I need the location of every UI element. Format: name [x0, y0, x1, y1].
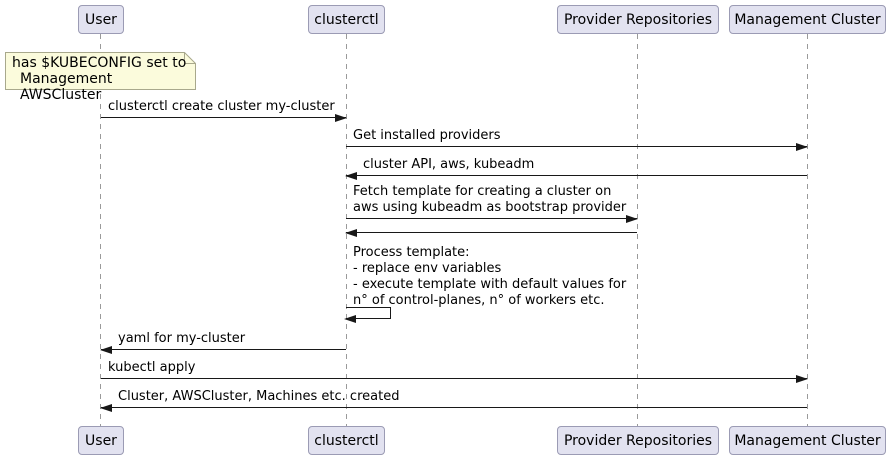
arrow-line — [101, 114, 347, 122]
note-kubeconfig: has $KUBECONFIG set to Management AWSClu… — [5, 52, 196, 103]
arrow-line — [101, 375, 808, 383]
participant-user-bottom: User — [78, 426, 124, 455]
message-process-template: Process template: - replace env variable… — [344, 245, 646, 323]
participant-user-top: User — [78, 5, 124, 34]
message-create-cluster: clusterctl create cluster my-cluster — [101, 98, 347, 122]
message-label: Fetch template for creating a cluster on… — [353, 184, 627, 215]
lifeline-user — [100, 34, 101, 426]
message-cluster-api-aws-kubeadm: cluster API, aws, kubeadm — [345, 156, 807, 180]
arrowhead-left-icon — [345, 172, 357, 180]
arrowhead-left-icon — [344, 315, 356, 323]
message-yaml-for-my-cluster: yaml for my-cluster — [100, 330, 346, 354]
arrowhead-right-icon — [626, 215, 638, 223]
arrowhead-right-icon — [796, 375, 808, 383]
arrow-line — [100, 346, 346, 354]
note-line: Management AWSCluster — [20, 71, 113, 103]
participant-provider-repositories-top: Provider Repositories — [557, 5, 719, 34]
message-label: Cluster, AWSCluster, Machines etc. creat… — [118, 389, 400, 404]
arrow-line — [345, 229, 637, 237]
message-label: yaml for my-cluster — [118, 331, 246, 346]
message-resources-created: Cluster, AWSCluster, Machines etc. creat… — [100, 388, 807, 412]
arrow-line — [346, 143, 808, 151]
arrow-line — [100, 404, 807, 412]
message-label: clusterctl create cluster my-cluster — [108, 99, 335, 114]
arrowhead-left-icon — [100, 346, 112, 354]
note-line: has $KUBECONFIG set to — [12, 55, 187, 71]
message-label: Process template: - replace env variable… — [353, 245, 627, 308]
self-message-loop — [344, 307, 391, 323]
arrowhead-right-icon — [796, 143, 808, 151]
message-label: kubectl apply — [108, 360, 196, 375]
participant-clusterctl-top: clusterctl — [308, 5, 385, 34]
message-kubectl-apply: kubectl apply — [101, 359, 808, 383]
participant-clusterctl-bottom: clusterctl — [308, 426, 385, 455]
message-label: cluster API, aws, kubeadm — [363, 157, 535, 172]
arrowhead-right-icon — [335, 114, 347, 122]
message-fetch-template: Fetch template for creating a cluster on… — [346, 183, 638, 223]
message-label: Get installed providers — [353, 128, 501, 143]
lifeline-management-cluster — [807, 34, 808, 426]
arrowhead-left-icon — [100, 404, 112, 412]
arrow-line — [346, 215, 638, 223]
arrow-line — [345, 172, 807, 180]
arrowhead-left-icon — [345, 229, 357, 237]
message-get-installed-providers: Get installed providers — [346, 127, 808, 151]
participant-management-cluster-bottom: Management Cluster — [729, 426, 886, 455]
participant-management-cluster-top: Management Cluster — [729, 5, 886, 34]
note-shape — [5, 52, 196, 90]
note-text: has $KUBECONFIG set to Management AWSClu… — [5, 55, 196, 103]
lifeline-provider-repositories — [637, 34, 638, 426]
participant-provider-repositories-bottom: Provider Repositories — [557, 426, 719, 455]
